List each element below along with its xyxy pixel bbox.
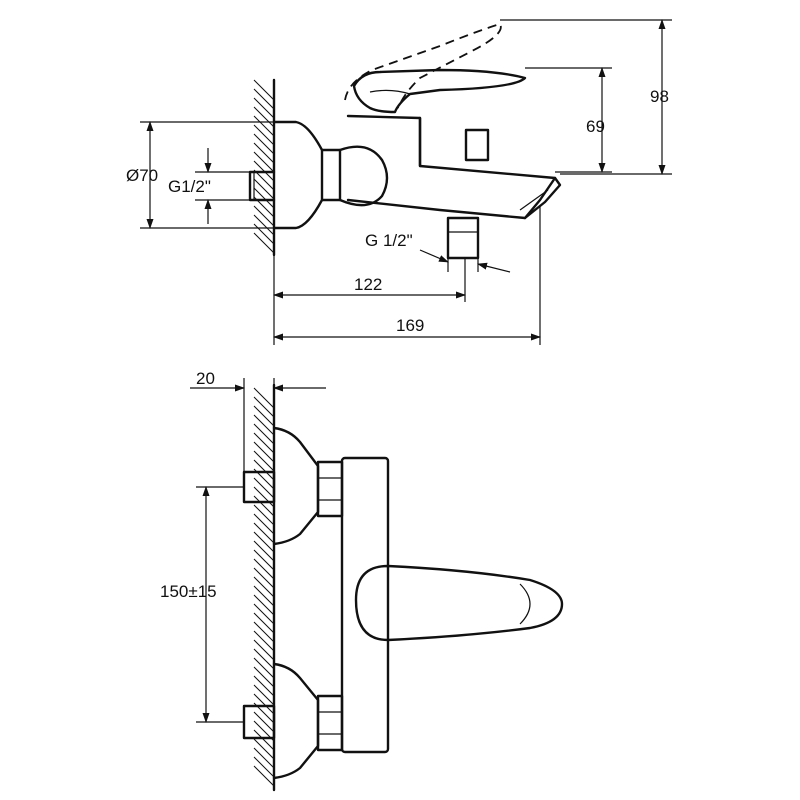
hatch-line — [253, 97, 275, 119]
hatch-line — [253, 477, 275, 499]
hatch-line — [253, 432, 275, 454]
hatch-line — [253, 756, 275, 778]
hatch-line — [253, 414, 275, 436]
hatch-line — [253, 214, 275, 236]
dim-outlet-thread-label: G 1/2" — [365, 231, 413, 250]
side-faucet-body — [346, 114, 557, 220]
hatch-line — [253, 603, 275, 625]
front-lower-inlet — [242, 704, 276, 740]
hatch-line — [253, 765, 275, 787]
hatch-line — [253, 675, 275, 697]
dim-wall-offset-label: 20 — [196, 369, 215, 388]
hatch-line — [253, 223, 275, 245]
hatch-line — [253, 693, 275, 715]
front-lower-escutcheon — [272, 662, 320, 780]
hatch-line — [253, 142, 275, 164]
hatch-line — [253, 396, 275, 418]
hatch-line — [253, 79, 275, 101]
dim-total-height: 98 — [500, 19, 672, 175]
hatch-line — [253, 684, 275, 706]
dim-total-depth-label: 169 — [396, 316, 424, 335]
hatch-line — [253, 178, 275, 200]
hatch-line — [253, 106, 275, 128]
dim-outlet-distance: 122 — [273, 255, 466, 345]
hatch-line — [253, 459, 275, 481]
dim-wall-offset: 20 — [190, 369, 326, 472]
side-wall — [253, 78, 276, 257]
dim-total-height-label: 98 — [650, 87, 669, 106]
hatch-line — [253, 441, 275, 463]
front-wall-hatching — [253, 387, 275, 787]
hatch-line — [253, 450, 275, 472]
hatch-line — [253, 648, 275, 670]
hatch-line — [253, 133, 275, 155]
hatch-line — [253, 205, 275, 227]
hatch-line — [253, 423, 275, 445]
dim-outlet-distance-label: 122 — [354, 275, 382, 294]
hatch-line — [253, 495, 275, 517]
dim-inlet-spacing-label: 150±15 — [160, 582, 217, 601]
hatch-line — [253, 232, 275, 254]
hatch-line — [253, 405, 275, 427]
side-lever-raised-outline — [344, 22, 502, 109]
hatch-line — [253, 504, 275, 526]
hatch-line — [253, 486, 275, 508]
dim-diameter-label: Ø70 — [126, 166, 158, 185]
hatch-line — [253, 657, 275, 679]
hatch-line — [253, 630, 275, 652]
hatch-line — [253, 612, 275, 634]
front-upper-escutcheon — [272, 426, 320, 546]
side-lever — [352, 68, 527, 114]
dim-lever-height: 69 — [525, 67, 612, 173]
hatch-line — [253, 576, 275, 598]
side-connector-nut — [320, 148, 342, 202]
hatch-line — [253, 666, 275, 688]
side-escutcheon — [272, 120, 324, 230]
hatch-line — [253, 558, 275, 580]
hatch-line — [253, 594, 275, 616]
side-inlet-connector — [248, 170, 276, 202]
side-view: Ø70 G1/2" G 1/2" 69 — [126, 19, 672, 345]
hatch-line — [253, 522, 275, 544]
hatch-line — [253, 729, 275, 751]
hatch-line — [253, 387, 275, 409]
hatch-line — [253, 738, 275, 760]
side-outlet-connector — [446, 216, 480, 260]
dim-inlet-thread: G1/2" — [168, 148, 250, 224]
dim-total-depth: 169 — [273, 205, 541, 345]
front-lower-nut — [316, 694, 344, 752]
front-lever-handle — [354, 564, 564, 642]
hatch-line — [253, 567, 275, 589]
dim-inlet-thread-label: G1/2" — [168, 177, 211, 196]
hatch-line — [253, 124, 275, 146]
hatch-line — [253, 747, 275, 769]
front-view: 20 150±15 — [160, 369, 564, 792]
side-body-round-end — [338, 145, 389, 207]
hatch-line — [253, 621, 275, 643]
hatch-line — [253, 513, 275, 535]
front-faucet-body — [340, 456, 390, 754]
front-upper-inlet — [242, 470, 276, 504]
hatch-line — [253, 549, 275, 571]
dim-diameter: Ø70 — [126, 121, 274, 229]
dim-lever-height-label: 69 — [586, 117, 605, 136]
dim-outlet-thread: G 1/2" — [365, 231, 511, 273]
hatch-line — [253, 711, 275, 733]
hatch-line — [253, 531, 275, 553]
side-spout-tip — [523, 176, 562, 220]
hatch-line — [253, 540, 275, 562]
dim-inlet-spacing: 150±15 — [160, 486, 244, 723]
front-upper-nut — [316, 460, 344, 518]
hatch-line — [253, 187, 275, 209]
hatch-line — [253, 639, 275, 661]
hatch-line — [253, 151, 275, 173]
hatch-line — [253, 585, 275, 607]
front-wall — [253, 383, 276, 792]
hatch-line — [253, 115, 275, 137]
side-diverter-button — [464, 128, 490, 162]
hatch-line — [253, 88, 275, 110]
side-wall-hatching — [253, 79, 275, 254]
hatch-line — [253, 169, 275, 191]
